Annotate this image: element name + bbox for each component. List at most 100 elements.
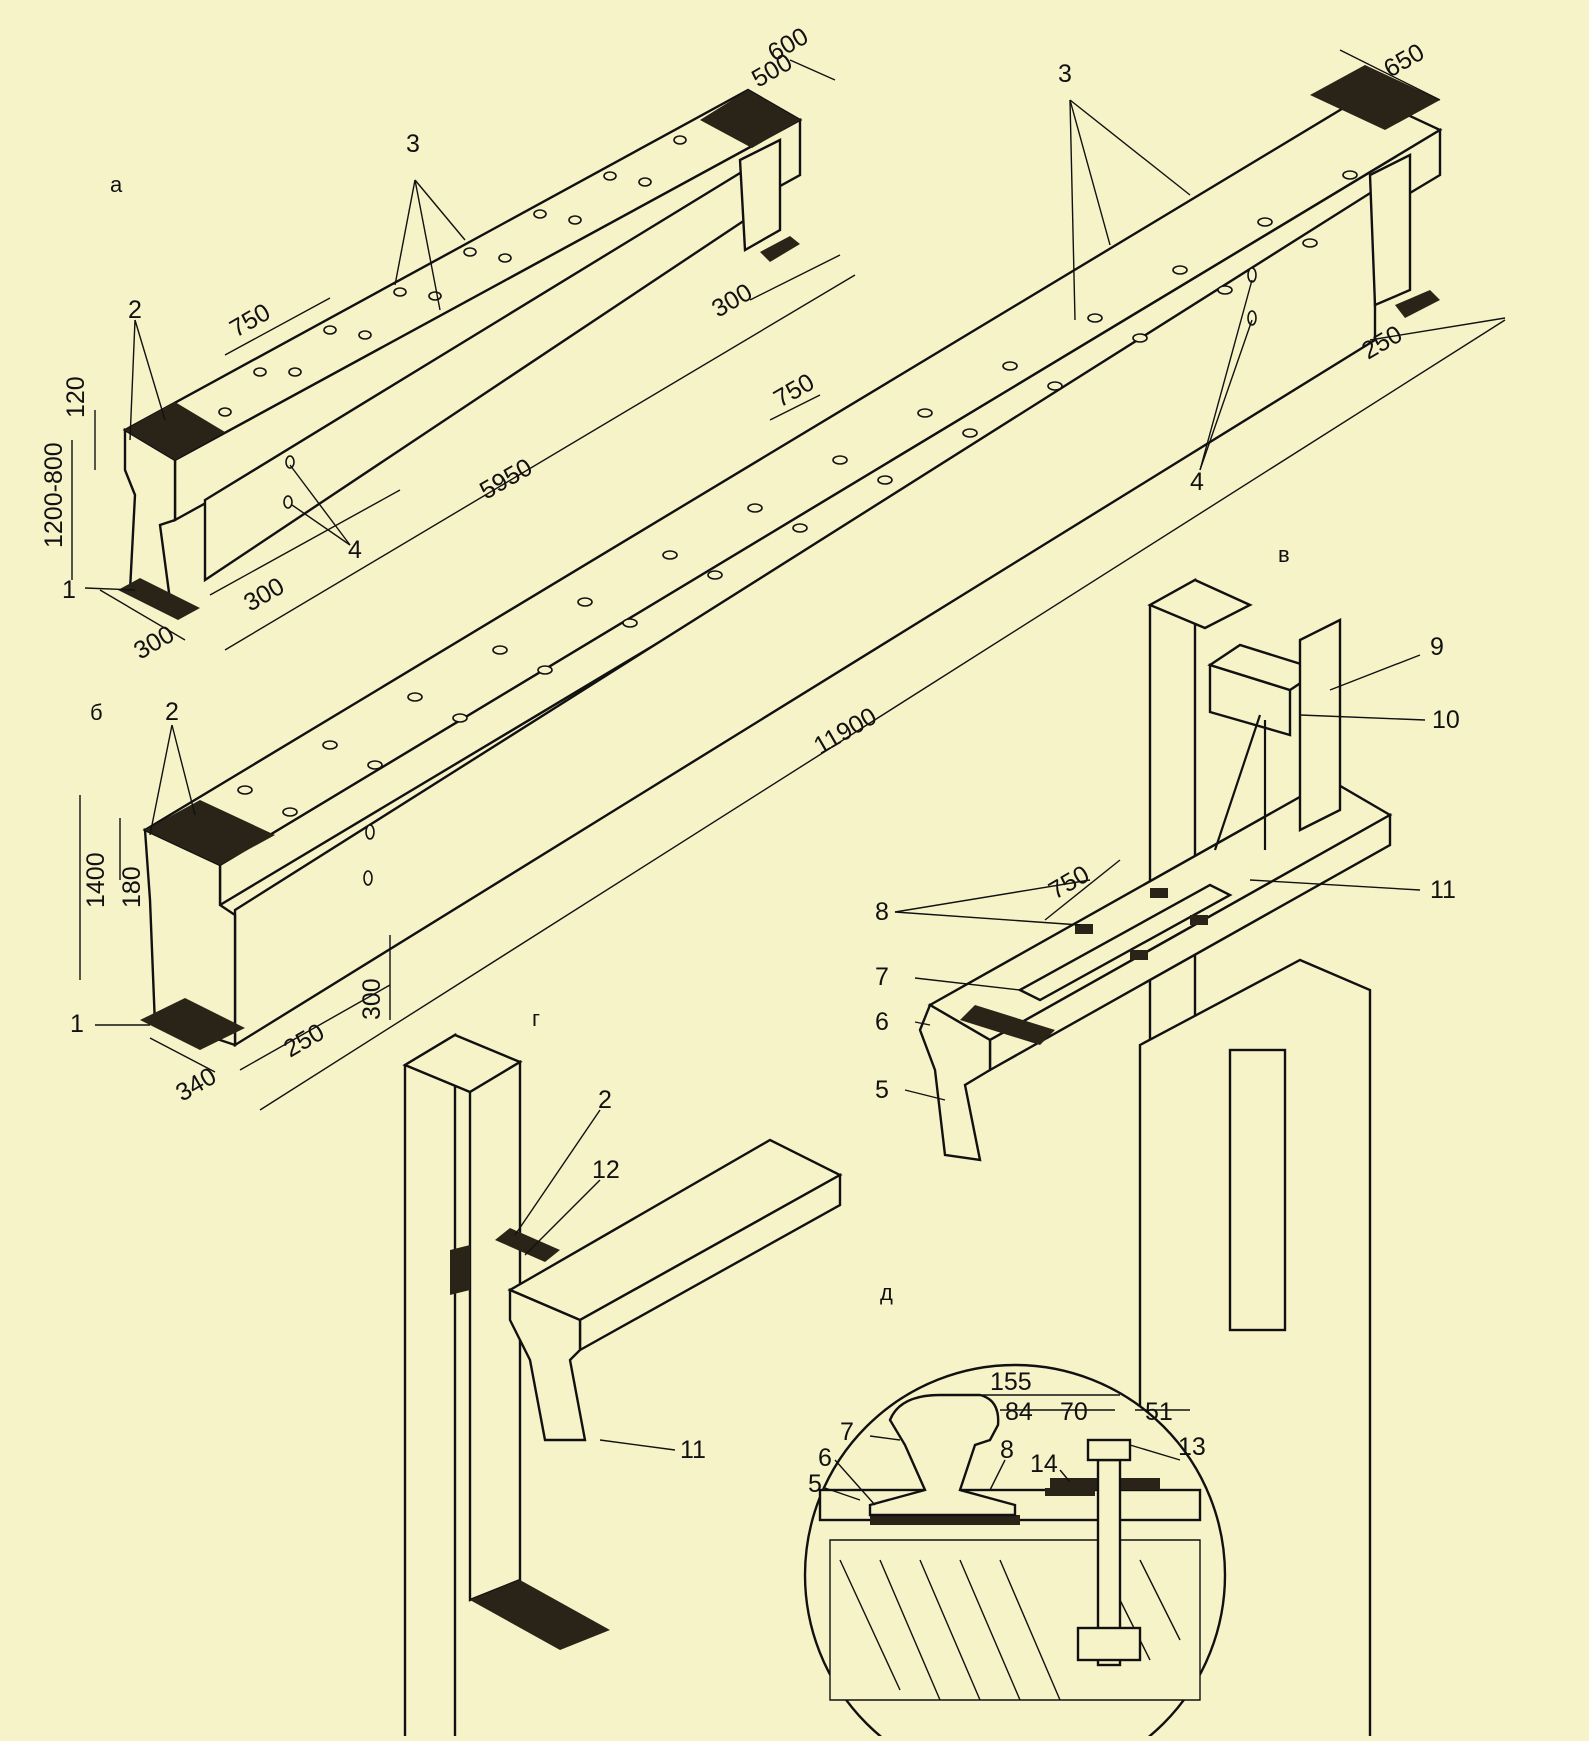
detail-d-callout-6: 6 [818, 1444, 832, 1472]
detail-d-dim-bolt-edge: 51 [1145, 1398, 1173, 1426]
detail-v-callout-5: 5 [875, 1076, 889, 1104]
detail-d-callout-8: 8 [1000, 1436, 1014, 1464]
beam-b [140, 65, 1443, 1050]
beam-a-right-support [738, 138, 782, 253]
detail-g-anchor-plate [470, 1580, 610, 1650]
detail-d-callout-5: 5 [808, 1470, 822, 1498]
section-label-b: б [90, 700, 103, 725]
beam-b-dim-support-height: 300 [358, 978, 386, 1020]
beam-b-callout-4: 4 [1190, 468, 1204, 496]
beam-b-web-hole [1247, 267, 1257, 283]
detail-v [918, 577, 1393, 1741]
beam-a-callout-4: 4 [348, 536, 362, 564]
detail-d-nut-bottom [1076, 1626, 1142, 1662]
detail-v-rail [960, 1005, 1055, 1045]
detail-d-pad [870, 1515, 1020, 1525]
detail-g-callout-12: 12 [592, 1156, 620, 1184]
beam-b-dimensions [79, 49, 1506, 1111]
beam-b-callout-3: 3 [1058, 60, 1072, 88]
detail-g-callout-2: 2 [598, 1086, 612, 1114]
beam-b-callout-2: 2 [165, 698, 179, 726]
detail-v-beam-section [918, 1003, 992, 1162]
detail-d-callout-14: 14 [1030, 1450, 1058, 1478]
detail-v-callout-11: 11 [1430, 876, 1456, 904]
detail-v-column-top [1147, 578, 1253, 630]
detail-d [803, 1363, 1227, 1741]
beam-b-leaders [95, 99, 1253, 1026]
detail-g [402, 1032, 843, 1741]
beam-b-callout-1: 1 [70, 1010, 84, 1038]
beam-b-dim-spacing: 750 [769, 368, 819, 413]
detail-v-clamp [1130, 950, 1148, 960]
beam-b-web-hole [1247, 310, 1257, 326]
beam-b-pad-right [1310, 65, 1440, 130]
beam-b-dim-height: 1400 [82, 852, 110, 908]
beam-b-dim-flange: 180 [118, 866, 146, 908]
beam-a-dim-flange: 120 [62, 376, 90, 418]
beam-a-pad-left [125, 402, 225, 460]
detail-g-insert [450, 1245, 470, 1295]
beam-a-dim-height-range: 1200-800 [40, 442, 68, 548]
beam-a-support-plate [118, 578, 200, 620]
detail-v-callout-9: 9 [1430, 633, 1444, 661]
beam-a-dim-end-offset: 300 [707, 278, 757, 323]
beam-a-dim-support-offset: 300 [239, 572, 289, 617]
section-label-a: а [110, 172, 123, 197]
detail-v-column-opening [1228, 1048, 1287, 1332]
detail-v-rail-strip [1017, 883, 1233, 1002]
beam-a-right-plate [760, 236, 800, 262]
beam-b-dim-support-offset: 250 [279, 1018, 329, 1063]
detail-v-clamp [1075, 924, 1093, 934]
beam-a-web-hole [285, 455, 295, 469]
detail-d-leaders [824, 1435, 1181, 1506]
detail-v-dim-spacing: 750 [1044, 860, 1094, 905]
detail-d-washer [1045, 1488, 1095, 1496]
section-label-g: г [532, 1006, 540, 1031]
detail-g-column-side [468, 1059, 522, 1602]
detail-d-callout-7: 7 [840, 1418, 854, 1446]
beam-a-callout-1: 1 [62, 576, 76, 604]
beam-b-web-hole [365, 824, 375, 840]
detail-g-leaders [514, 1109, 676, 1451]
detail-d-nut-top [1086, 1438, 1132, 1462]
detail-d-rail [868, 1393, 1017, 1517]
detail-v-callout-6: 6 [875, 1008, 889, 1036]
detail-g-column [403, 1032, 457, 1741]
detail-v-leaders [894, 654, 1426, 1101]
detail-d-dimensions [935, 1394, 1190, 1411]
beam-a [118, 88, 803, 620]
detail-v-clamp [1190, 915, 1208, 925]
section-label-v: в [1278, 542, 1290, 567]
detail-g-beam-section [508, 1288, 587, 1442]
detail-g-pad [495, 1228, 560, 1262]
beam-a-dim-spacing: 750 [225, 298, 275, 343]
detail-d-dim-total: 155 [990, 1368, 1032, 1396]
beam-b-right-support [1368, 153, 1412, 307]
detail-g-callout-11: 11 [680, 1436, 706, 1464]
detail-d-dim-clamp: 70 [1060, 1398, 1088, 1426]
detail-v-callout-10: 10 [1432, 706, 1460, 734]
beam-a-web-hole [283, 495, 293, 509]
beam-b-web-hole [363, 870, 373, 886]
beam-a-dim-bottom-width: 300 [129, 620, 179, 665]
beam-a-dim-length: 5950 [475, 453, 537, 505]
detail-d-callout-13: 13 [1178, 1433, 1206, 1461]
detail-v-steel-column [1298, 618, 1342, 832]
detail-d-dim-rail-foot: 84 [1005, 1398, 1033, 1426]
beam-b-dim-length: 11900 [809, 702, 882, 760]
beam-a-callout-3: 3 [406, 130, 420, 158]
beam-b-top-holes [237, 170, 1358, 817]
beam-a-pad-right [700, 90, 800, 148]
beam-a-callout-2: 2 [128, 296, 142, 324]
beam-b-pad-left [145, 800, 275, 865]
beam-b-right-plate [1395, 290, 1440, 318]
beam-a-leaders [84, 179, 466, 591]
beam-b-support-plate [140, 998, 245, 1050]
detail-d-concrete [829, 1539, 1201, 1701]
beam-b-end-section [143, 828, 237, 1047]
detail-v-callout-7: 7 [875, 963, 889, 991]
beam-a-dimensions [71, 59, 856, 651]
detail-v-clamp [1150, 888, 1168, 898]
